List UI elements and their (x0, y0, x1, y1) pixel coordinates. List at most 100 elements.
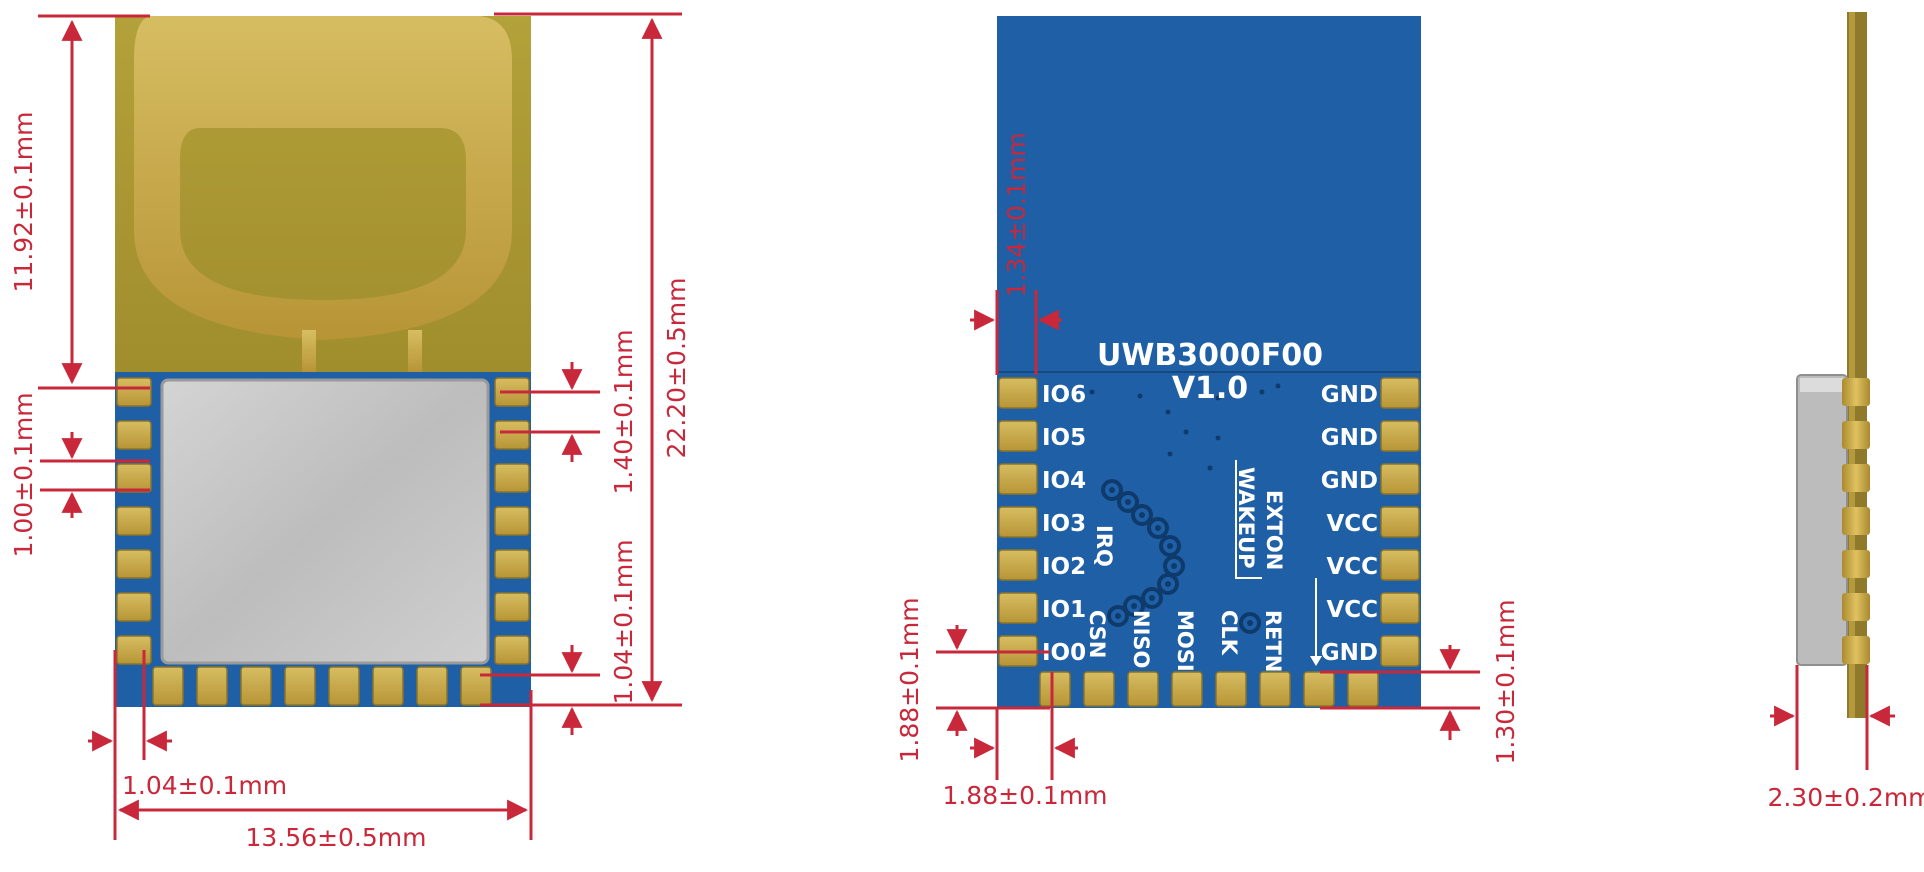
left-pin-label: IO5 (1042, 425, 1086, 451)
via-hole (1165, 581, 1171, 587)
left-pin-label: IO4 (1042, 468, 1086, 494)
label-irq: IRQ (1092, 525, 1116, 567)
dim-pad-width: 1.00±0.1mm (9, 392, 38, 557)
back-left-pad (998, 592, 1038, 624)
front-right-pad (494, 635, 530, 665)
back-right-pad (1380, 463, 1420, 495)
back-bottom-pad (1259, 671, 1291, 707)
silk-arrow-head (1310, 656, 1322, 666)
micro-via (1183, 429, 1189, 435)
back-right-pad (1380, 377, 1420, 409)
bottom-pin-label: RETN (1261, 610, 1285, 672)
side-pad (1842, 636, 1870, 664)
back-left-pads (998, 377, 1038, 667)
right-pin-label: VCC (1326, 511, 1378, 537)
front-bottom-pad (284, 666, 316, 706)
via-hole (1247, 620, 1253, 626)
side-pad (1842, 464, 1870, 492)
via (1147, 517, 1169, 539)
back-right-pad (1380, 592, 1420, 624)
via (1239, 612, 1261, 634)
back-left-pad (998, 420, 1038, 452)
dim-edge-offset: 1.04±0.1mm (122, 771, 287, 800)
front-right-pad (494, 420, 530, 450)
antenna-feed-left (302, 330, 316, 372)
right-pin-label: GND (1321, 468, 1378, 494)
via (1107, 605, 1129, 627)
front-right-pad (494, 549, 530, 579)
back-bottom-pad (1171, 671, 1203, 707)
micro-via (1215, 435, 1221, 441)
left-pin-label: IO2 (1042, 554, 1086, 580)
front-right-pad (494, 592, 530, 622)
right-pin-label: GND (1321, 425, 1378, 451)
back-right-pads (1380, 377, 1420, 667)
via-hole (1155, 525, 1161, 531)
front-left-pad (116, 635, 152, 665)
side-pad (1842, 593, 1870, 621)
dim-total-width: 13.56±0.5mm (246, 823, 427, 852)
antenna-trace (134, 16, 512, 340)
micro-via (1259, 389, 1265, 395)
back-bottom-pad (1039, 671, 1071, 707)
back-bottom-pad (1215, 671, 1247, 707)
back-right-pad (1380, 506, 1420, 538)
micro-via (1275, 383, 1281, 389)
back-bottom-pad (1127, 671, 1159, 707)
via-hole (1131, 603, 1137, 609)
front-bottom-pad (460, 666, 492, 706)
front-bottom-pad (372, 666, 404, 706)
label-exton: EXTON (1262, 490, 1286, 570)
via (1131, 504, 1153, 526)
via (1141, 587, 1163, 609)
module-version: V1.0 (1172, 371, 1248, 406)
left-pin-label: IO1 (1042, 597, 1086, 623)
side-pad (1842, 550, 1870, 578)
front-view (115, 16, 531, 707)
side-pad (1842, 421, 1870, 449)
front-bottom-pad (416, 666, 448, 706)
via (1101, 479, 1123, 501)
back-bottom-pad (1303, 671, 1335, 707)
bottom-pin-label: NISO (1129, 610, 1153, 668)
bottom-pin-labels: CSN NISO MOSI CLK RETN (1085, 610, 1285, 672)
front-bottom-pad (196, 666, 228, 706)
antenna-feed-right (408, 330, 422, 372)
right-pin-label: VCC (1326, 554, 1378, 580)
micro-via (1165, 409, 1171, 415)
back-left-pad (998, 463, 1038, 495)
dim-bottom-pad-height: 1.04±0.1mm (609, 539, 638, 704)
front-bottom-pad (152, 666, 184, 706)
left-pin-label: IO6 (1042, 382, 1086, 408)
bottom-pin-label: CSN (1085, 610, 1109, 659)
back-right-pad (1380, 549, 1420, 581)
label-wakeup: WAKEUP (1234, 467, 1258, 569)
front-left-pad (116, 592, 152, 622)
back-bottom-pad (1347, 671, 1379, 707)
front-bottom-pad (240, 666, 272, 706)
right-pin-label: GND (1321, 382, 1378, 408)
side-shield (1796, 374, 1848, 666)
via-hole (1149, 595, 1155, 601)
bottom-pin-label: MOSI (1173, 610, 1197, 672)
via-hole (1139, 512, 1145, 518)
via-hole (1115, 613, 1121, 619)
bottom-pin-label: CLK (1217, 610, 1241, 656)
back-dimension-labels: 1.34±0.1mm 1.88±0.1mm 1.88±0.1mm 1.30±0.… (895, 132, 1520, 810)
dim-total-height: 22.20±0.5mm (662, 278, 691, 459)
dim-thickness: 2.30±0.2mm (1767, 783, 1924, 812)
via (1157, 573, 1179, 595)
back-left-pad (998, 549, 1038, 581)
back-pcb (997, 16, 1421, 708)
micro-via (1137, 393, 1143, 399)
front-dimensions (38, 12, 682, 840)
via-hole (1125, 499, 1131, 505)
back-right-pad (1380, 635, 1420, 667)
side-pad (1842, 378, 1870, 406)
dim-antenna-height: 11.92±0.1mm (9, 112, 38, 293)
front-right-pad (494, 506, 530, 536)
back-left-pad (998, 377, 1038, 409)
right-pin-label: GND (1321, 640, 1378, 666)
